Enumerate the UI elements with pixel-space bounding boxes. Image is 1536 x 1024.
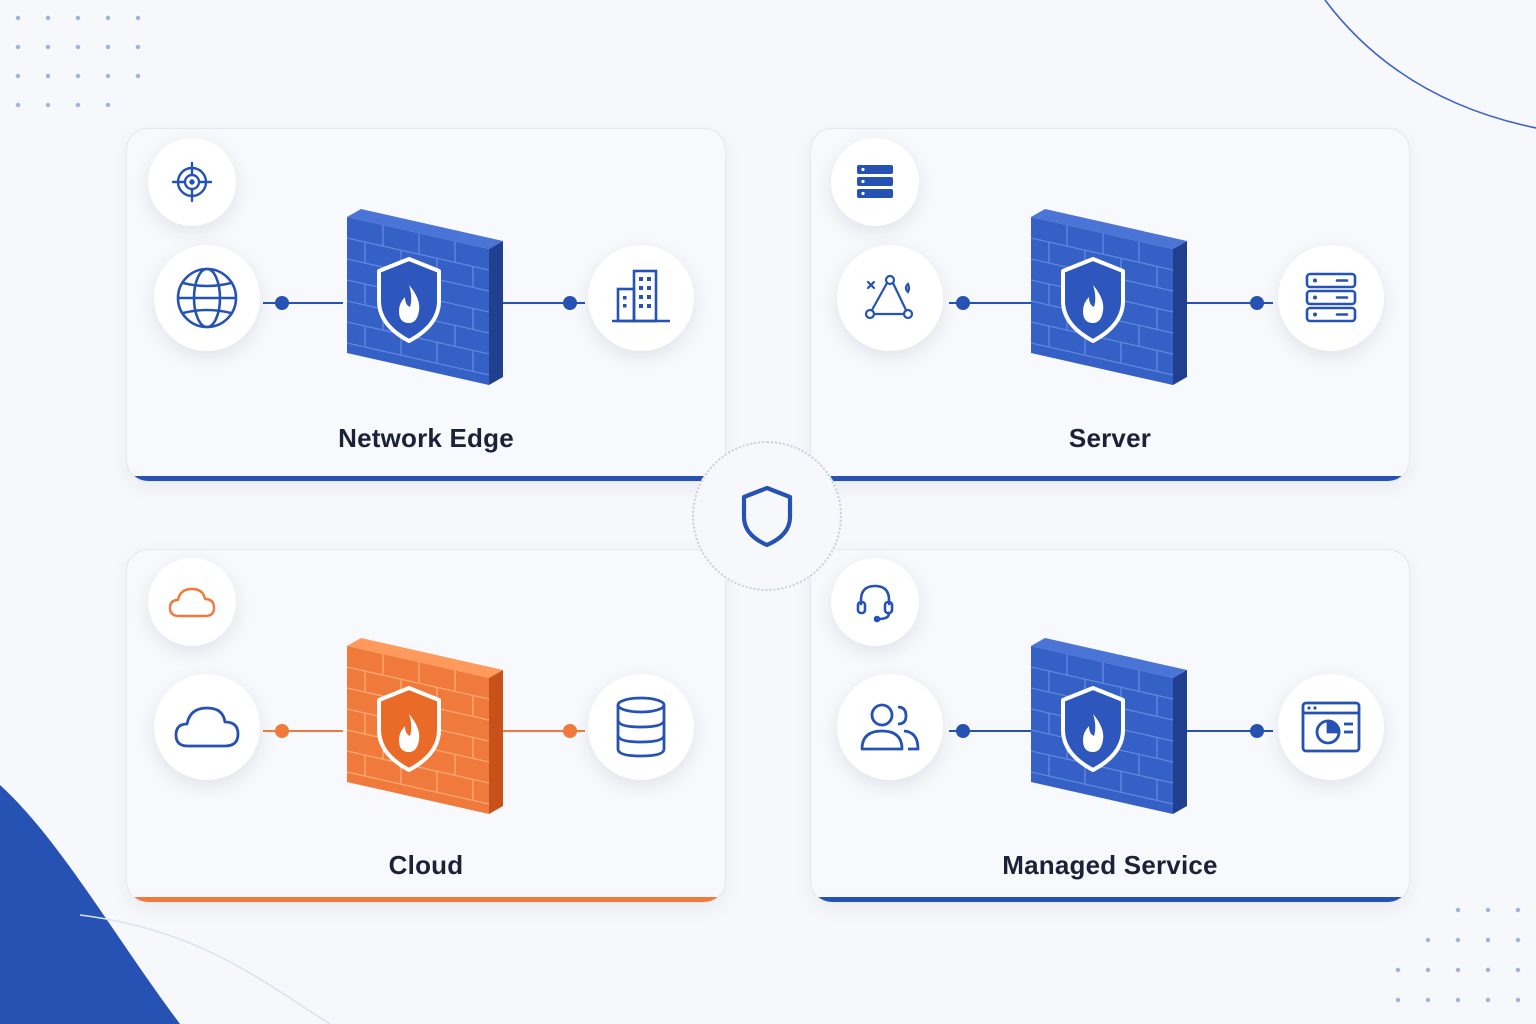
server-stack-icon — [1278, 245, 1384, 351]
office-building-icon — [588, 245, 694, 351]
accent-bar — [811, 476, 1409, 481]
panel-network-edge: Network Edge — [126, 128, 726, 482]
connector-dot — [275, 724, 289, 738]
panel-label: Cloud — [388, 850, 464, 880]
connector-dot — [956, 724, 970, 738]
panel-label: Server — [1068, 423, 1152, 453]
connector-dot — [1250, 296, 1264, 310]
connector-dot — [563, 724, 577, 738]
shield-flame-icon — [1061, 686, 1125, 772]
panel-cloud: Cloud — [126, 549, 726, 903]
headset-icon — [831, 558, 919, 646]
dashboard-window-icon — [1278, 674, 1384, 780]
arc-top-right — [1324, 0, 1536, 129]
center-shield-badge — [692, 441, 842, 591]
accent-bar — [811, 897, 1409, 902]
cloud-icon — [154, 674, 260, 780]
blob-bottom-left — [0, 785, 180, 1024]
accent-bar — [127, 897, 725, 902]
cloud-icon — [148, 558, 236, 646]
panel-server: Server — [810, 128, 1410, 482]
panel-label: Network Edge — [338, 423, 514, 453]
globe-icon — [154, 245, 260, 351]
connector-dot — [275, 296, 289, 310]
connector-dot — [956, 296, 970, 310]
firewall-wall-blue — [1030, 638, 1187, 814]
panel-managed-service: Managed Service — [810, 549, 1410, 903]
server-rack-icon — [831, 138, 919, 226]
shield-flame-icon — [1061, 257, 1125, 343]
network-nodes-icon — [837, 245, 943, 351]
panel-label: Managed Service — [1002, 850, 1218, 880]
shield-icon — [741, 485, 793, 548]
shield-flame-icon — [377, 686, 441, 772]
dot-grid-bottom-right — [1395, 907, 1521, 1003]
crosshair-target-icon — [148, 138, 236, 226]
connector-dot — [1250, 724, 1264, 738]
users-icon — [837, 674, 943, 780]
accent-bar — [127, 476, 725, 481]
database-icon — [588, 674, 694, 780]
dot-grid-top-left — [15, 15, 141, 108]
firewall-wall-blue — [1030, 209, 1187, 385]
shield-flame-icon — [377, 257, 441, 343]
firewall-wall-orange — [346, 638, 503, 814]
firewall-wall-blue — [346, 209, 503, 385]
connector-dot — [563, 296, 577, 310]
